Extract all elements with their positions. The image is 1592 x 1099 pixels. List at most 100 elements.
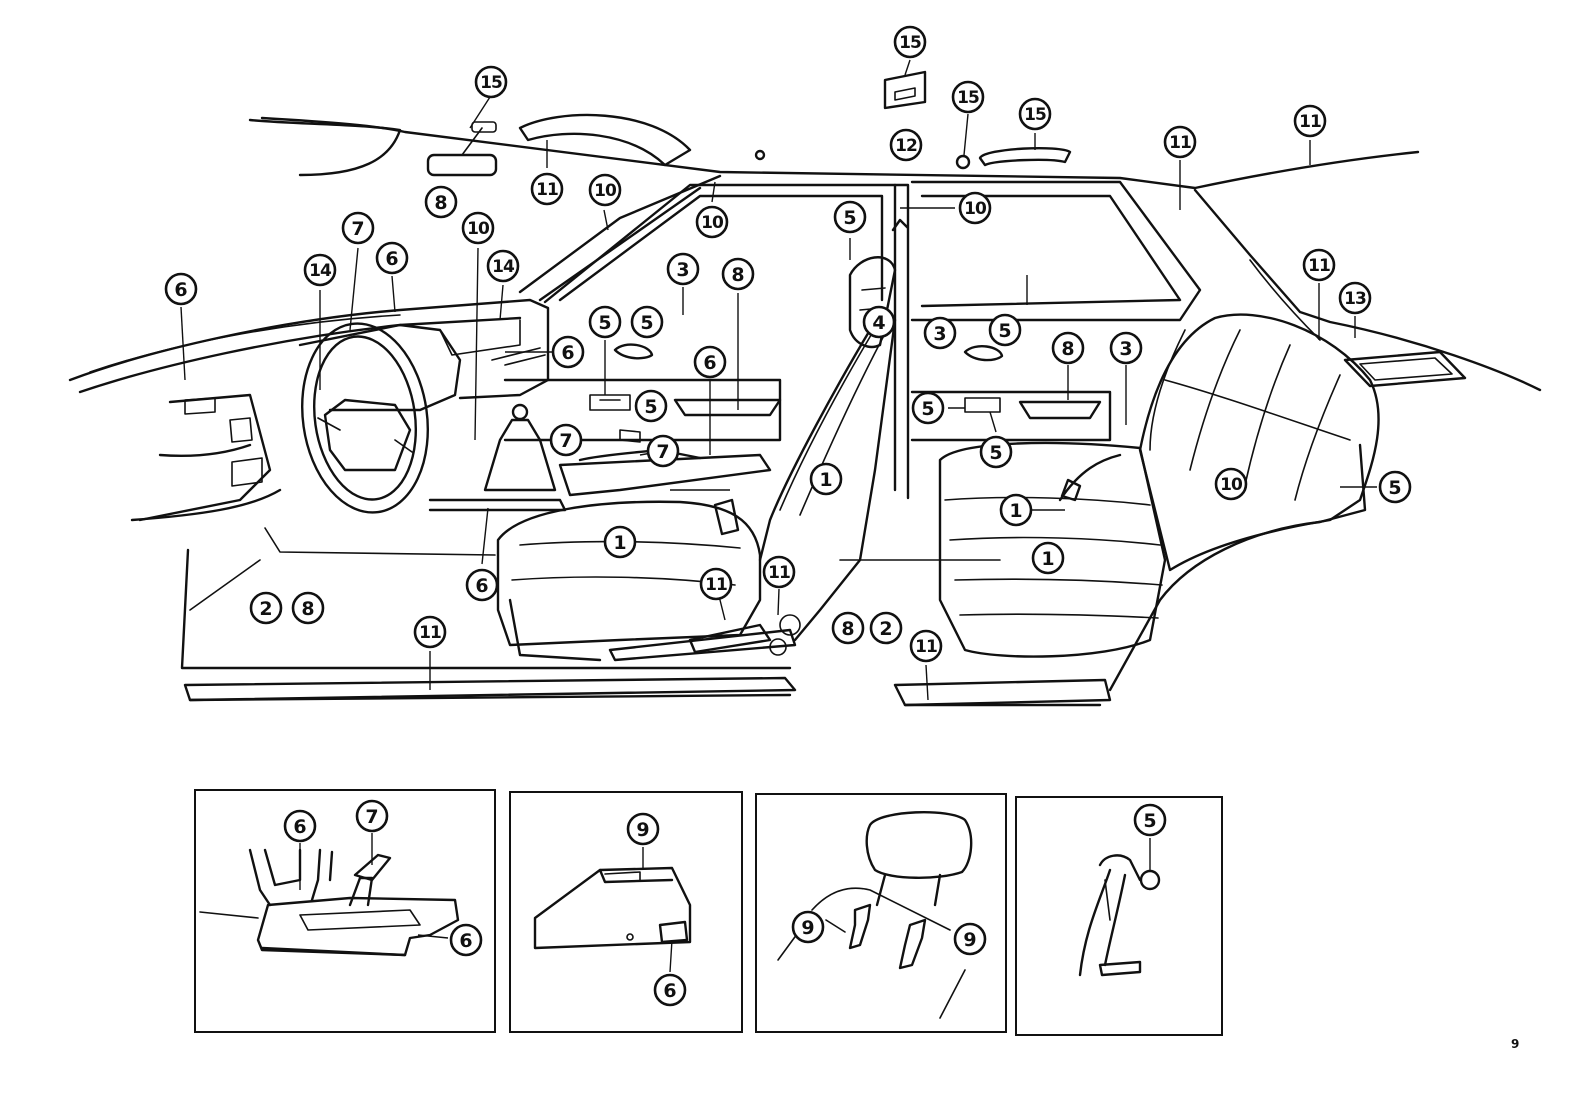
callout-number: 5	[640, 312, 653, 334]
callout-4: 4	[862, 305, 896, 339]
callout-number: 10	[467, 219, 490, 239]
callout-circle	[283, 809, 317, 843]
callout-number: 15	[480, 73, 502, 93]
rear-seatback	[1138, 313, 1380, 572]
callout-8: 8	[831, 611, 865, 645]
callout-circle	[413, 615, 447, 649]
callout-number: 1	[613, 532, 626, 554]
callout-6: 6	[653, 973, 687, 1007]
callout-circle	[291, 591, 325, 625]
callout-circle	[1378, 470, 1412, 504]
inset-panel-headrest	[755, 793, 1007, 1033]
dome-lamp	[883, 70, 927, 110]
callout-9: 9	[791, 910, 825, 944]
callout-circle	[551, 335, 585, 369]
callout-number: 1	[819, 469, 832, 491]
callout-circle	[958, 191, 992, 225]
callout-circle	[1133, 803, 1167, 837]
callout-circle	[831, 611, 865, 645]
callout-number: 15	[957, 88, 979, 108]
gear-shift	[483, 418, 557, 492]
callout-number: 11	[419, 623, 441, 643]
callout-circle	[666, 252, 700, 286]
callout-circle	[889, 128, 923, 162]
front-floor-carpet	[180, 548, 792, 670]
callout-circle	[588, 305, 622, 339]
callout-number: 9	[636, 819, 649, 841]
callout-1: 1	[603, 525, 637, 559]
callout-circle	[424, 185, 458, 219]
callout-circle	[809, 462, 843, 496]
callout-number: 11	[705, 575, 727, 595]
callout-circle	[909, 629, 943, 663]
callout-10: 10	[588, 173, 622, 207]
callout-9: 9	[626, 812, 660, 846]
callout-circle	[1051, 331, 1085, 365]
callout-number: 3	[1119, 338, 1132, 360]
callout-circle	[164, 272, 198, 306]
callout-6: 6	[465, 568, 499, 602]
callout-number: 7	[656, 441, 669, 463]
shift-console-drawing	[199, 833, 460, 957]
callout-circle	[653, 973, 687, 1007]
callout-11: 11	[530, 172, 564, 206]
callout-circle	[911, 391, 945, 425]
callout-circle	[695, 205, 729, 239]
roof-line	[260, 116, 1420, 190]
a-pillar	[518, 174, 722, 294]
main-leader-lines	[180, 59, 1377, 701]
callout-circle	[1163, 125, 1197, 159]
callout-number: 11	[1308, 256, 1330, 276]
b-pillar	[891, 183, 910, 500]
callout-11: 11	[1163, 125, 1197, 159]
callout-circle	[474, 65, 508, 99]
callout-circle	[588, 173, 622, 207]
callout-circle	[699, 567, 733, 601]
callout-8: 8	[721, 257, 755, 291]
inset-panel-console-box	[509, 791, 743, 1033]
callout-13: 13	[1338, 281, 1372, 315]
callout-number: 14	[492, 257, 515, 277]
callout-number: 6	[459, 930, 472, 952]
callout-7: 7	[646, 434, 680, 468]
callout-circle	[1302, 248, 1336, 282]
callout-number: 1	[1041, 548, 1054, 570]
callout-number: 5	[1143, 810, 1156, 832]
callout-number: 7	[351, 218, 364, 240]
callout-15: 15	[474, 65, 508, 99]
headrest-drawing	[777, 811, 973, 1019]
callout-number: 13	[1344, 289, 1366, 309]
callout-circle	[791, 910, 825, 944]
callout-6: 6	[283, 809, 317, 843]
callout-5: 5	[833, 200, 867, 234]
callout-number: 6	[663, 980, 676, 1002]
callout-number: 8	[1061, 338, 1074, 360]
callout-6: 6	[375, 241, 409, 275]
callout-number: 3	[933, 323, 946, 345]
callout-circle	[449, 923, 483, 957]
callout-2: 2	[869, 611, 903, 645]
callout-number: 7	[559, 430, 572, 452]
callout-number: 8	[841, 618, 854, 640]
callout-circle	[549, 423, 583, 457]
callout-number: 5	[598, 312, 611, 334]
callout-circle	[1109, 331, 1143, 365]
callout-number: 11	[768, 563, 790, 583]
callout-circle	[461, 211, 495, 245]
callout-6: 6	[693, 345, 727, 379]
callout-circle	[646, 434, 680, 468]
front-scuff-plate	[183, 676, 797, 702]
callout-15: 15	[893, 25, 927, 59]
callout-number: 5	[989, 442, 1002, 464]
callout-11: 11	[413, 615, 447, 649]
callout-5: 5	[1378, 470, 1412, 504]
callout-number: 4	[872, 312, 885, 334]
car-interior-illustration	[68, 70, 1542, 707]
callout-circle	[999, 493, 1033, 527]
callout-2: 2	[249, 591, 283, 625]
callout-number: 2	[259, 598, 272, 620]
callout-7: 7	[549, 423, 583, 457]
sunroof-frame	[518, 113, 692, 167]
inset-panels	[194, 789, 1223, 1036]
